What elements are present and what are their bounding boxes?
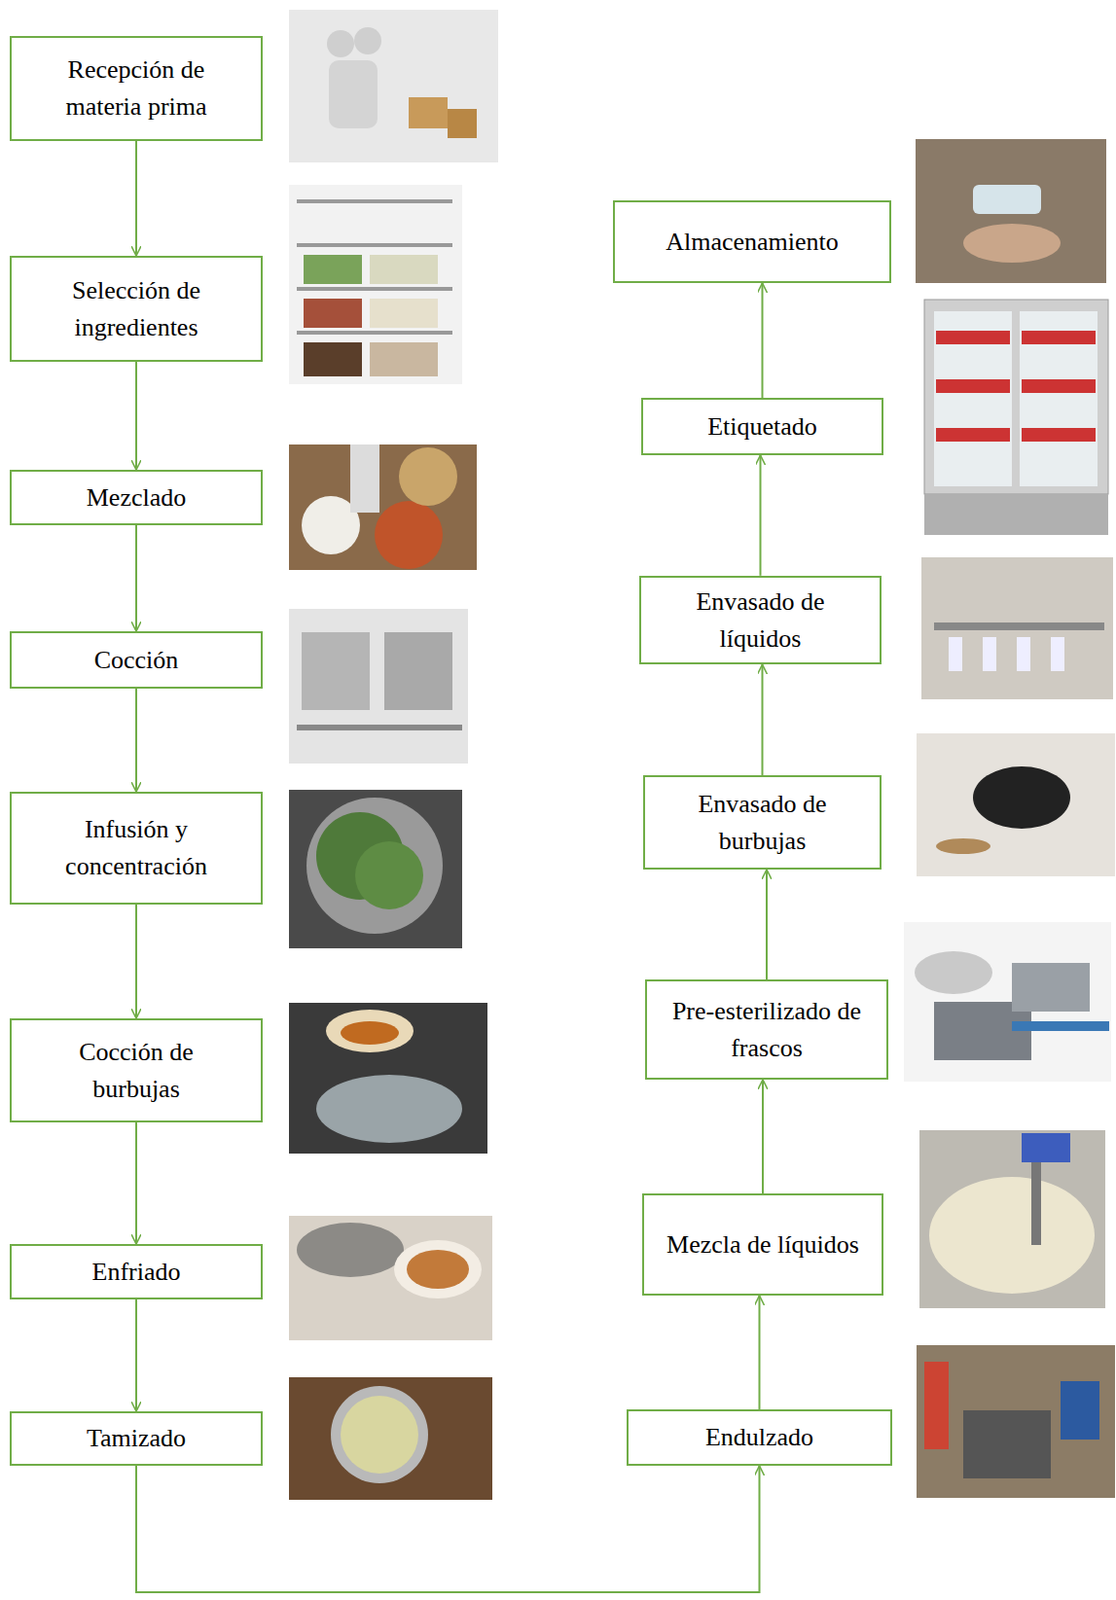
flow-arrow — [135, 688, 138, 792]
step-label: Mezcla de líquidos — [666, 1226, 860, 1264]
process-box: Tamizado — [9, 1411, 263, 1467]
photo-pearls-bowl — [916, 733, 1116, 877]
flow-arrow — [135, 1299, 138, 1412]
step-label: Enfriado — [92, 1254, 181, 1292]
photo-liquid-filler — [921, 557, 1114, 700]
flow-arrow — [761, 664, 764, 776]
flow-arrow — [759, 455, 762, 576]
step-label: Tamizado — [86, 1420, 186, 1458]
step-label: Pre-esterilizado de frascos — [668, 993, 865, 1067]
process-box: Etiquetado — [641, 397, 884, 456]
photo-boiling-pearls — [288, 1003, 488, 1154]
flow-arrow — [135, 1122, 138, 1245]
process-box: Recepción de materia prima — [9, 36, 263, 142]
photo-cooling — [288, 1216, 493, 1341]
flow-arrow — [135, 525, 138, 632]
step-label: Mezclado — [86, 479, 187, 517]
process-box: Pre-esterilizado de frascos — [645, 979, 889, 1080]
photo-reception — [288, 9, 499, 163]
flow-arrow — [135, 904, 138, 1019]
process-box: Mezclado — [9, 469, 263, 526]
step-label: Cocción de burbujas — [33, 1034, 240, 1108]
process-box: Infusión y concentración — [9, 792, 263, 905]
process-box: Cocción de burbujas — [9, 1018, 263, 1123]
process-box: Enfriado — [9, 1244, 263, 1300]
photo-sieve — [288, 1377, 493, 1501]
photo-storage — [915, 139, 1107, 284]
step-label: Recepción de materia prima — [33, 51, 240, 125]
photo-shelves — [288, 184, 463, 385]
photo-mixing — [288, 444, 477, 571]
step-label: Envasado de líquidos — [662, 583, 859, 657]
step-label: Almacenamiento — [665, 223, 839, 261]
step-label: Endulzado — [705, 1419, 814, 1457]
step-label: Cocción — [94, 642, 180, 680]
process-box: Mezcla de líquidos — [642, 1193, 884, 1296]
process-box: Selección de ingredientes — [9, 255, 263, 362]
flow-arrow — [135, 141, 138, 256]
step-label: Selección de ingredientes — [33, 272, 240, 346]
flow-arrow — [765, 869, 768, 980]
process-box: Envasado de líquidos — [639, 576, 882, 665]
flow-arrow — [758, 1296, 761, 1410]
step-label: Infusión y concentración — [33, 811, 240, 885]
photo-infusion — [288, 790, 463, 949]
flow-arrow — [761, 283, 764, 398]
process-box: Almacenamiento — [612, 200, 892, 284]
flow-arrow — [761, 1080, 764, 1194]
photo-pots — [288, 609, 468, 764]
process-box: Endulzado — [626, 1409, 893, 1467]
flow-arrow — [136, 1466, 760, 1593]
step-label: Etiquetado — [707, 408, 818, 446]
process-box: Cocción — [9, 631, 263, 689]
step-label: Envasado de burbujas — [666, 786, 859, 860]
photo-liquid-mixing — [919, 1130, 1106, 1309]
photo-sterilizer — [903, 922, 1112, 1082]
flow-arrow — [135, 361, 138, 470]
photo-sweetening — [916, 1345, 1116, 1499]
photo-fridge — [919, 294, 1114, 541]
process-box: Envasado de burbujas — [643, 775, 882, 870]
